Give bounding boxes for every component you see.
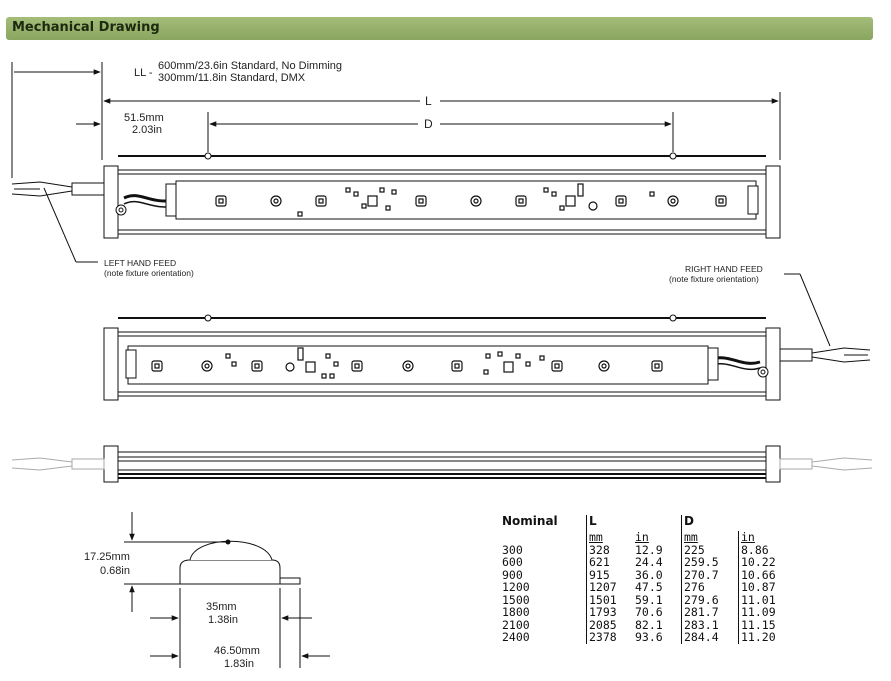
offset-in: 2.03in — [132, 124, 162, 136]
fixture-side-profile — [103, 445, 781, 483]
table-cell: 283.1 — [681, 618, 739, 631]
base-in: 1.38in — [208, 614, 238, 626]
ll-line2: 300mm/11.8in Standard, DMX — [158, 72, 306, 84]
table-cell: 1200 — [502, 580, 530, 594]
led-chips-row2 — [151, 347, 663, 379]
table-cell: 2400 — [502, 630, 530, 644]
table-cell: 24.4 — [635, 555, 663, 569]
right-feed-note: (note fixture orientation) — [669, 274, 759, 284]
table-cell: 12.9 — [635, 542, 663, 557]
table-cell: 915 — [586, 568, 633, 581]
table-cell: 900 — [502, 567, 523, 582]
base-mm: 35mm — [206, 601, 237, 613]
unit-cell: in — [738, 531, 781, 544]
table-cell: 2100 — [502, 617, 530, 632]
table-cell: 93.6 — [635, 630, 663, 644]
table-cell: 2378 — [586, 631, 633, 644]
table-units-row: mm in mm in — [502, 531, 781, 544]
table-cell: 279.6 — [681, 593, 739, 606]
table-cell: 270.7 — [681, 568, 739, 581]
col-header: Nominal — [502, 514, 558, 528]
table-cell: 11.01 — [738, 593, 781, 606]
fixture-left-feed — [11, 152, 781, 239]
table-cell: 281.7 — [681, 606, 739, 619]
table-cell: 300 — [502, 542, 523, 557]
table-cell: 82.1 — [635, 617, 663, 632]
led-chips-row1 — [215, 183, 727, 217]
table-cell: 1501 — [586, 593, 633, 606]
d-label: D — [424, 117, 433, 131]
unit-cell: mm — [586, 531, 633, 544]
table-cell: 10.66 — [738, 568, 781, 581]
table-cell: 284.4 — [681, 631, 739, 644]
table-cell: 8.86 — [738, 543, 781, 556]
table-cell: 1207 — [586, 581, 633, 594]
left-feed-note: (note fixture orientation) — [104, 268, 194, 278]
faint-wire-stubs — [11, 457, 873, 471]
table-cell: 225 — [681, 543, 739, 556]
table-cell: 1793 — [586, 606, 633, 619]
unit-cell: in — [635, 530, 649, 544]
table-cell: 328 — [586, 543, 633, 556]
table-cell: 70.6 — [635, 605, 663, 619]
table-cell: 2085 — [586, 618, 633, 631]
d-dimension — [76, 112, 674, 152]
left-feed-title: LEFT HAND FEED — [104, 258, 176, 268]
table-cell: 1800 — [502, 605, 530, 619]
table-cell: 10.22 — [738, 556, 781, 569]
table-cell: 1500 — [502, 592, 530, 607]
l-label: L — [425, 94, 432, 108]
table-cell: 11.20 — [738, 631, 781, 644]
table-header-row: Nominal L D — [502, 515, 781, 531]
height-mm: 17.25mm — [84, 551, 130, 563]
table-cell: 36.0 — [635, 567, 663, 582]
width-in: 1.83in — [224, 658, 254, 670]
fixture-right-feed — [103, 314, 871, 401]
height-in: 0.68in — [100, 565, 130, 577]
col-header: D — [681, 515, 739, 531]
table-cell: 621 — [586, 556, 633, 569]
table-cell: 59.1 — [635, 592, 663, 607]
ll-dimension — [11, 62, 103, 178]
ll-prefix: LL - — [134, 67, 153, 79]
section-header: Mechanical Drawing — [6, 17, 873, 40]
section-title: Mechanical Drawing — [12, 20, 160, 35]
table-cell: 600 — [502, 555, 523, 569]
cross-section — [179, 539, 301, 585]
table-cell: 10.87 — [738, 581, 781, 594]
table-cell: 276 — [681, 581, 739, 594]
col-header — [633, 515, 682, 531]
col-header — [739, 515, 782, 531]
left-feed-callout — [43, 187, 98, 263]
cross-section-dims — [124, 512, 330, 668]
right-feed-callout — [784, 273, 831, 347]
l-dimension — [103, 92, 781, 160]
col-header: L — [586, 515, 633, 531]
unit-cell: mm — [681, 531, 739, 544]
width-mm: 46.50mm — [214, 645, 260, 657]
table-cell: 259.5 — [681, 556, 739, 569]
right-feed-title: RIGHT HAND FEED — [685, 264, 763, 274]
table-cell: 11.15 — [738, 618, 781, 631]
table-cell: 11.09 — [738, 606, 781, 619]
unit-cell — [502, 531, 587, 544]
table-cell: 47.5 — [635, 580, 663, 594]
offset-mm: 51.5mm — [124, 112, 164, 124]
ll-line1: 600mm/23.6in Standard, No Dimming — [158, 60, 342, 72]
